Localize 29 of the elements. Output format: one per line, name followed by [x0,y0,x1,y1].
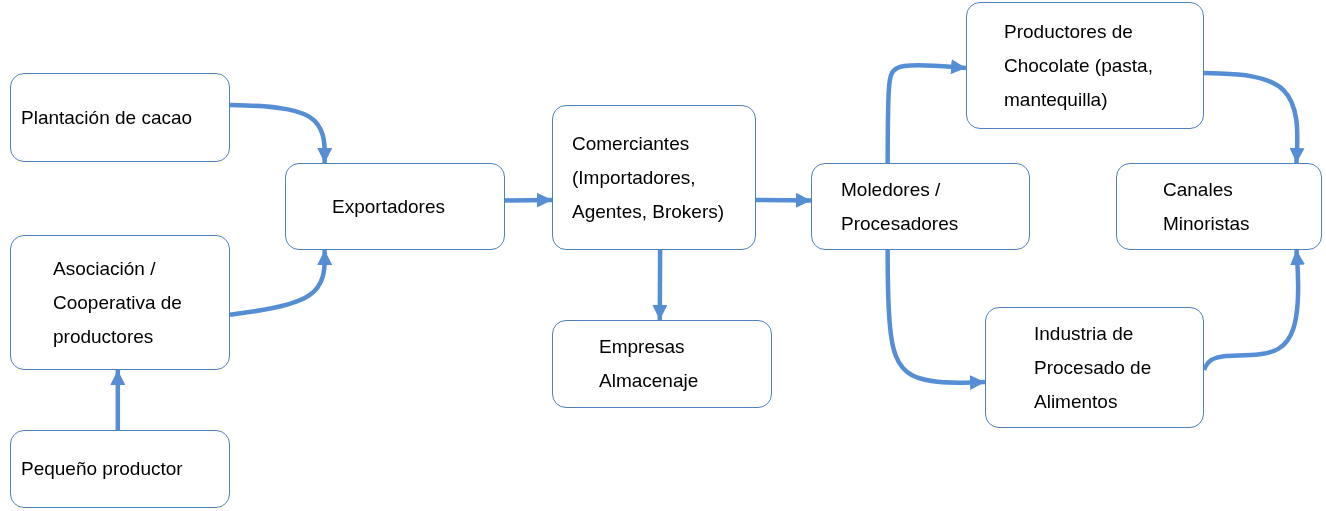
arrow [756,192,811,208]
arrow [110,370,126,430]
arrow [1203,70,1305,164]
box-label: Empresas Almacenaje [599,335,700,393]
process-box [1116,163,1322,250]
arrow [652,250,668,320]
box-label: Asociación / Cooperativa de productores [53,256,183,349]
process-box [811,163,1030,250]
process-box [552,105,756,250]
arrow [229,102,333,163]
arrow [885,250,986,391]
process-box [966,2,1204,129]
box-label: Canales Minoristas [1163,177,1251,236]
box-label: Pequeño productor [21,457,184,481]
box-label: Comerciantes (Importadores, Agentes, Brokers) [572,131,726,224]
process-box [985,307,1204,428]
process-box [10,73,230,162]
box-label: Industria de Procesado de Alimentos [1034,321,1153,414]
process-box [285,163,505,250]
arrow [885,59,967,163]
process-box [10,430,230,508]
arrow [229,250,333,317]
box-label: Moledores / Procesadores [841,177,960,236]
process-box [552,320,772,408]
process-box [10,235,230,370]
arrow [504,192,552,208]
box-label: Plantación de cacao [21,105,194,130]
box-label: Productores de Chocolate (pasta, mantequilla) [1004,19,1154,112]
box-label: Exportadores [332,194,446,219]
